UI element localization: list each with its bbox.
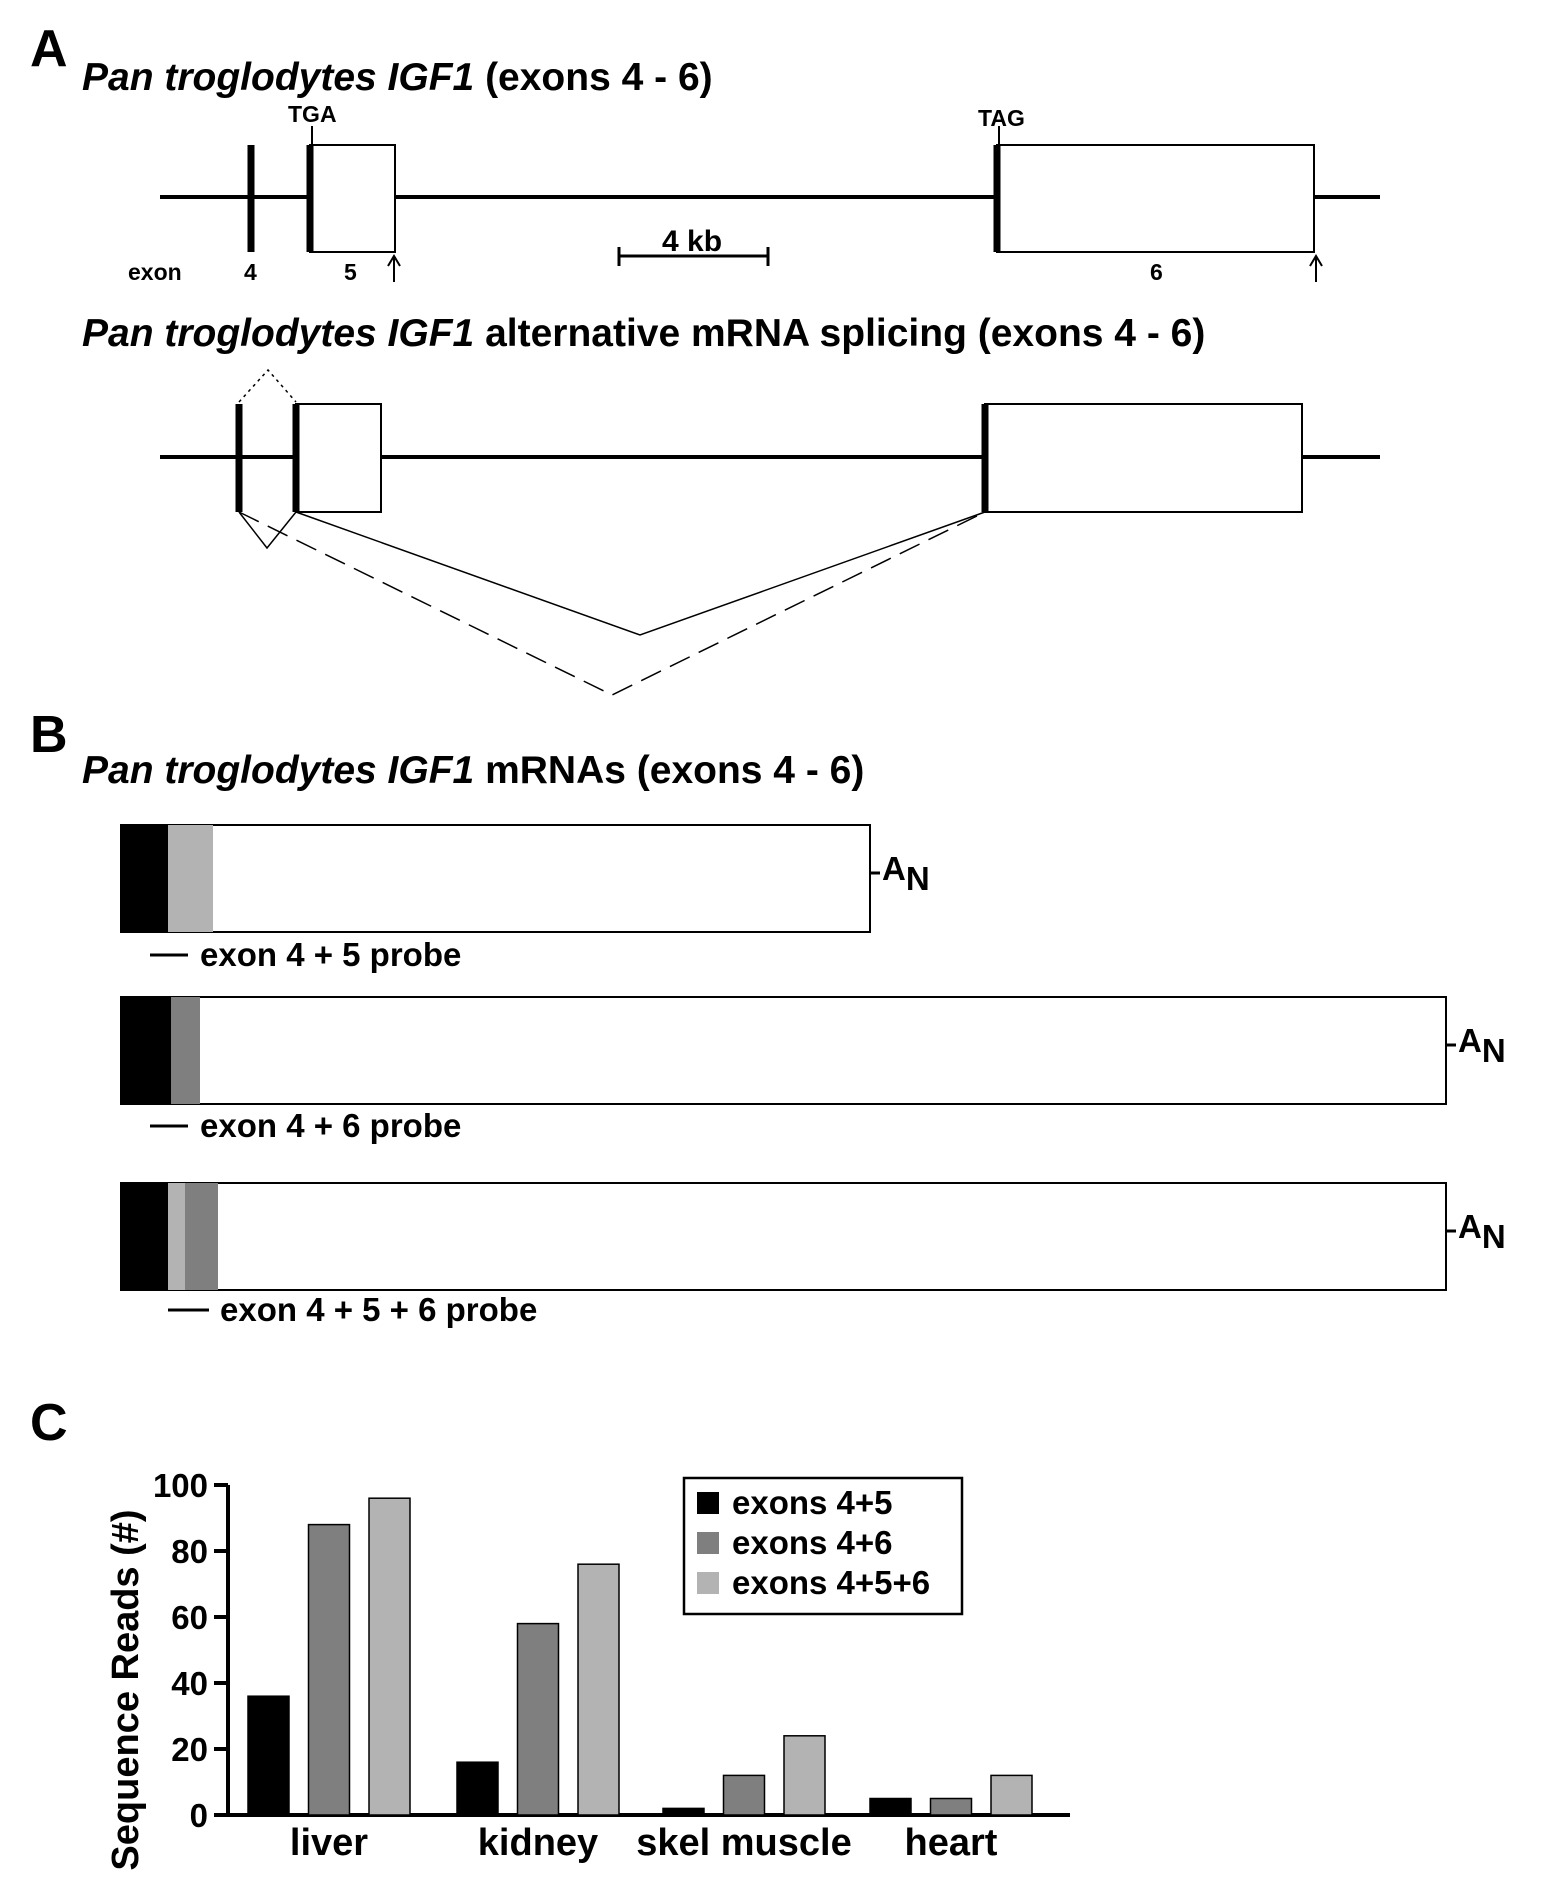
category-label: liver [290,1822,368,1864]
exon6-number: 6 [1150,259,1163,285]
panel-a-title-rest: (exons 4 - 6) [474,56,712,99]
legend-swatch [697,1492,719,1514]
mrna3-box [120,1182,1447,1291]
legend-swatch [697,1532,719,1554]
legend-label: exons 4+5 [732,1484,893,1521]
tag-label: TAG [978,105,1025,131]
mrna1-polya: AN [882,850,930,897]
bar [516,1622,560,1816]
mrna2-exon6 [171,997,200,1104]
bar [990,1774,1033,1816]
panel-a-label: A [30,20,68,78]
exon5-number: 5 [344,259,357,285]
mrna2-polya: AN [1458,1022,1506,1069]
mrna3-polya-a: A [1458,1208,1482,1245]
splicing-title: Pan troglodytes IGF1 alternative mRNA sp… [82,312,1205,355]
bar [456,1761,499,1816]
panel-b-title-rest: mRNAs (exons 4 - 6) [474,749,864,792]
mrna-exons-4-6: AN exon 4 + 6 probe [120,996,1506,1144]
bar [247,1695,290,1816]
splice-exon6-box [984,403,1303,513]
panel-b-title: Pan troglodytes IGF1 mRNAs (exons 4 - 6) [82,749,864,792]
legend-swatch [697,1572,719,1594]
mrna3-exon4 [121,1183,168,1290]
mrna2-box [120,996,1447,1105]
category-label: heart [905,1822,998,1864]
mrna2-polya-a: A [1458,1022,1482,1059]
splicing-diagram [160,368,1380,696]
panel-c-label: C [30,1394,68,1452]
probe3-label: exon 4 + 5 + 6 probe [220,1291,537,1328]
mrna3-polya: AN [1458,1208,1506,1255]
bar [368,1497,411,1816]
bar-chart: 0 20 40 60 80 100 liver kidney skel muscle heart e… [153,1467,1070,1864]
mrna3-exon5 [168,1183,185,1290]
legend-label: exons 4+5+6 [732,1564,930,1601]
mrna1-polya-n: N [906,860,930,897]
mrna3-exon6 [185,1183,218,1290]
panel-a-title-italic: Pan troglodytes IGF1 [82,56,474,99]
tga-label: TGA [288,101,337,127]
mrna3-polya-n: N [1482,1218,1506,1255]
y-tick-label: 20 [171,1731,208,1768]
mrna1-box [120,824,871,933]
splice-exon4-6-dashed [238,511,986,696]
mrna2-polya-n: N [1482,1032,1506,1069]
category-label: skel muscle [636,1822,851,1864]
mrna-exons-4-5: AN exon 4 + 5 probe [120,824,930,973]
exon6-box [996,144,1315,253]
bar [783,1735,826,1816]
polya-arrow-icon [387,254,401,282]
panel-a-title: Pan troglodytes IGF1 (exons 4 - 6) [82,56,713,99]
exon4-number: 4 [244,259,257,285]
y-tick-label: 0 [190,1797,208,1834]
panel-b-label: B [30,706,68,764]
probe1-label: exon 4 + 5 probe [200,936,461,973]
y-tick-label: 60 [171,1599,208,1636]
bar [307,1523,351,1816]
y-tick-label: 100 [153,1467,208,1504]
exon5-box [309,144,396,253]
bar [662,1807,705,1816]
mrna1-exon5 [168,825,213,932]
mrna1-exon4 [121,825,168,932]
y-axis-label: Sequence Reads (#) [105,1509,147,1870]
splicing-title-rest: alternative mRNA splicing (exons 4 - 6) [474,312,1205,355]
scale-label: 4 kb [662,225,722,258]
y-tick-label: 80 [171,1533,208,1570]
gene-structure [160,126,1380,282]
splice-exon4-5 [238,511,297,550]
bar [869,1797,912,1816]
splice-exon5-box [295,403,382,513]
mrna1-polya-a: A [882,850,906,887]
exon-word: exon [128,259,182,285]
bar [577,1563,620,1816]
polya-arrow-icon [1309,254,1323,282]
splicing-title-italic: Pan troglodytes IGF1 [82,312,474,355]
bar [722,1774,766,1816]
mrna2-exon4 [121,997,171,1104]
panel-b-title-italic: Pan troglodytes IGF1 [82,749,474,792]
mrna-exons-4-5-6: AN exon 4 + 5 + 6 probe [120,1182,1506,1328]
legend-box [682,1476,964,1616]
probe2-label: exon 4 + 6 probe [200,1107,461,1144]
y-tick-label: 40 [171,1665,208,1702]
splice-exon5-6 [295,511,986,636]
legend-label: exons 4+6 [732,1524,893,1561]
bar [929,1797,973,1816]
category-label: kidney [478,1822,598,1864]
splice-dotted-top [238,368,297,403]
